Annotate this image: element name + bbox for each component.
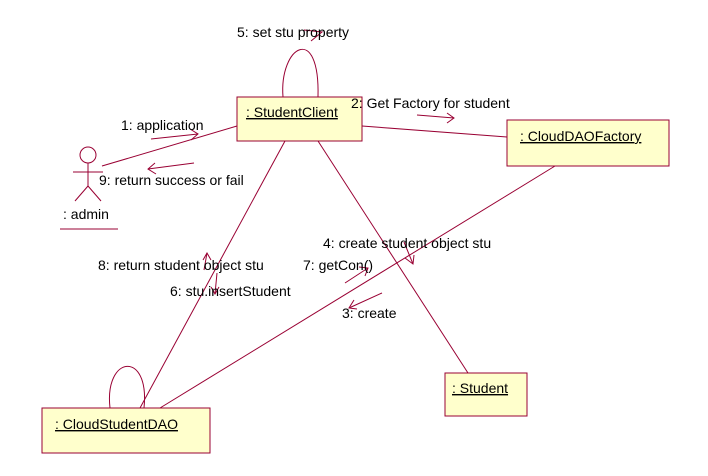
arrow-m2 <box>416 112 455 124</box>
message-3-label: 3: create <box>342 305 397 321</box>
message-9-label: 9: return success or fail <box>99 172 244 188</box>
self-loop-dao <box>108 365 146 409</box>
message-5-label: 5: set stu property <box>237 24 349 40</box>
arrow-m9 <box>147 162 195 175</box>
object-cloud-dao-factory-label: : CloudDAOFactory <box>520 128 641 144</box>
arrow-m1 <box>150 128 199 141</box>
arrow-m7 <box>344 266 369 284</box>
object-student-client-label: : StudentClient <box>246 104 338 120</box>
link-client-dao <box>139 140 286 409</box>
actor-admin[interactable]: : admin <box>60 146 118 230</box>
arrow-m8 <box>202 251 212 271</box>
arrow-m5 <box>303 29 324 42</box>
object-student[interactable]: : Student <box>444 372 528 417</box>
object-cloud-student-dao-label: : CloudStudentDAO <box>55 416 178 432</box>
message-7-label: 7: getCon() <box>303 257 373 273</box>
link-client-factory <box>361 125 508 138</box>
link-factory-dao <box>159 165 556 409</box>
link-admin-client <box>101 125 238 167</box>
object-student-label: : Student <box>452 380 508 396</box>
actor-admin-label: : admin <box>63 206 109 222</box>
message-1-label: 1: application <box>121 117 204 133</box>
arrow-m6 <box>210 272 220 296</box>
message-2-label: 2: Get Factory for student <box>351 95 510 111</box>
message-4-label: 4: create student object stu <box>323 235 491 251</box>
self-loop-client <box>282 48 319 98</box>
actor-head <box>79 146 97 164</box>
arrow-m3 <box>348 292 383 310</box>
object-student-client[interactable]: : StudentClient <box>236 96 363 142</box>
message-8-label: 8: return student object stu <box>98 257 264 273</box>
arrow-m4 <box>403 241 415 265</box>
object-cloud-student-dao[interactable]: : CloudStudentDAO <box>41 407 211 454</box>
link-client-student <box>317 140 469 374</box>
object-cloud-dao-factory[interactable]: : CloudDAOFactory <box>506 119 670 167</box>
message-6-label: 6: stu.insertStudent <box>170 283 291 299</box>
